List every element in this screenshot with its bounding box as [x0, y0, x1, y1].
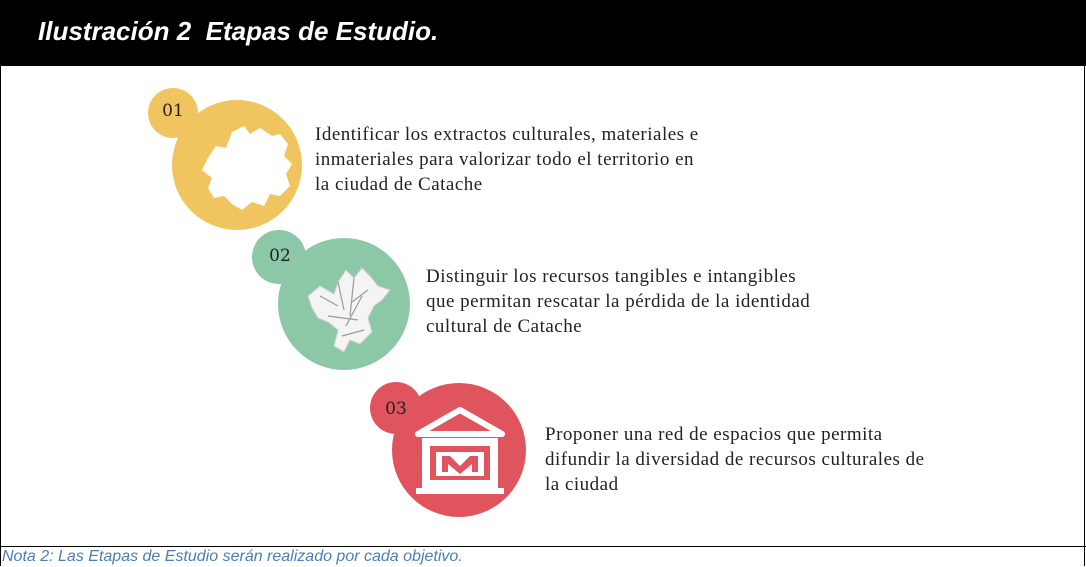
step-1-line-3: la ciudad de Catache [315, 174, 483, 195]
step-3-number: 03 [385, 399, 407, 419]
step-2-line-1: Distinguir los recursos tangibles e inta… [426, 266, 797, 287]
step-1-number-badge [148, 88, 198, 138]
city-map-icon [307, 267, 391, 353]
step-1-number: 01 [162, 101, 184, 121]
step-2-line-2: que permitan rescatar la pérdida de la i… [426, 291, 811, 312]
title-bar: Ilustración 2 Etapas de Estudio. [0, 0, 1086, 66]
step-2-line-3: cultural de Catache [426, 316, 583, 337]
territory-map-icon [202, 126, 292, 210]
step-3-line-2: difundir la diversidad de recursos cultu… [545, 449, 925, 470]
caption-divider [0, 546, 1086, 547]
figure-note: Nota 2: Las Etapas de Estudio serán real… [2, 548, 463, 565]
step-1-text: Identificar los extractos culturales, ma… [315, 122, 699, 197]
figure-title: Ilustración 2 Etapas de Estudio. [38, 16, 439, 46]
step-2-number-badge [252, 230, 306, 284]
step-3-line-3: la ciudad [545, 474, 619, 495]
museum-icon [415, 407, 505, 494]
step-3-text: Proponer una red de espacios que permita… [545, 422, 925, 497]
step-3-number-badge [370, 382, 422, 434]
step-1-line-2: inmateriales para valorizar todo el terr… [315, 149, 695, 170]
step-2-text: Distinguir los recursos tangibles e inta… [426, 264, 810, 339]
step-2-number: 02 [269, 246, 291, 266]
step-1-line-1: Identificar los extractos culturales, ma… [315, 124, 699, 145]
step-3-line-1: Proponer una red de espacios que permita [545, 424, 883, 445]
